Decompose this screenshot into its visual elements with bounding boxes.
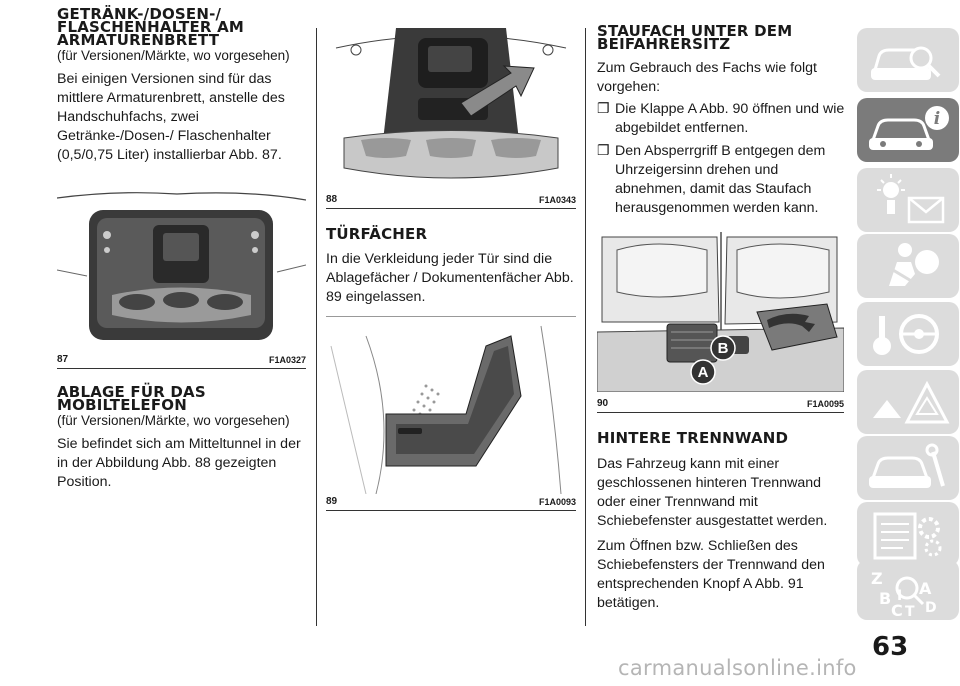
figure-number: 87 bbox=[57, 354, 69, 365]
warning-lights-envelope-icon bbox=[877, 174, 945, 224]
column-1-lower: ABLAGE FÜR DAS MOBILTELEFON (für Version… bbox=[57, 383, 307, 492]
bullet-item: ❐ Die Klappe A Abb. 90 öffnen und wie ab… bbox=[597, 100, 845, 138]
heading-line: FLASCHENHALTER AM bbox=[57, 18, 245, 36]
bullet-item: ❐ Den Absperrgriff B entgegen dem Uhrzei… bbox=[597, 142, 845, 218]
figure-number: 88 bbox=[326, 194, 338, 205]
index-letter: A bbox=[919, 579, 932, 598]
tab-emergency[interactable] bbox=[857, 370, 959, 434]
column-3: STAUFACH UNTER DEM BEIFAHRERSITZ Zum Geb… bbox=[597, 22, 845, 218]
callout-label-b: B bbox=[718, 340, 729, 357]
tab-car-search[interactable] bbox=[857, 28, 959, 92]
tab-starting-driving[interactable] bbox=[857, 302, 959, 366]
section-heading-door-pockets: TÜRFÄCHER bbox=[326, 225, 428, 243]
index-letter: T bbox=[905, 604, 915, 620]
airbag-passenger-icon bbox=[882, 243, 939, 286]
paragraph: Sie befindet sich am Mitteltunnel in der… bbox=[57, 436, 301, 490]
paragraph: Zum Gebrauch des Fachs wie folgt vorgehe… bbox=[597, 60, 818, 95]
under-seat-compartment-illustration: B A bbox=[597, 232, 844, 392]
tab-safety[interactable] bbox=[857, 234, 959, 298]
column-1: GETRÄNK-/DOSEN-/ FLASCHENHALTER AM ARMAT… bbox=[57, 5, 307, 165]
paragraph: Bei einigen Versionen sind für das mittl… bbox=[57, 71, 285, 163]
tab-maintenance[interactable] bbox=[857, 436, 959, 500]
figure-87: 87 F1A0327 bbox=[57, 190, 306, 369]
page-number: 63 bbox=[872, 632, 909, 662]
paragraph: Das Fahrzeug kann mit einer geschlossene… bbox=[597, 456, 828, 529]
watermark: carmanualsonline.info bbox=[618, 656, 857, 680]
tab-car-info[interactable]: i bbox=[857, 98, 959, 162]
column-3-lower: HINTERE TRENNWAND Das Fahrzeug kann mit … bbox=[597, 429, 845, 613]
figure-code: F1A0095 bbox=[806, 399, 844, 409]
heading-line: ABLAGE FÜR DAS bbox=[57, 383, 206, 401]
paragraph: Zum Öffnen bzw. Schließen des Schiebefen… bbox=[597, 538, 825, 611]
figure-number: 89 bbox=[326, 496, 338, 507]
section-subtitle: (für Versionen/Märkte, wo vorgesehen) bbox=[57, 48, 290, 63]
figure-90: B A 90 F1A0095 bbox=[597, 232, 844, 413]
heading-line: ARMATURENBRETT bbox=[57, 31, 220, 49]
bullet-marker: ❐ bbox=[597, 143, 610, 159]
index-letter: Z bbox=[871, 569, 883, 588]
paragraph: In die Verkleidung jeder Tür sind die Ab… bbox=[326, 251, 574, 305]
tab-index[interactable]: Z A B C D T I bbox=[857, 560, 959, 620]
info-glyph: i bbox=[934, 109, 940, 129]
cupholder-dashboard-illustration bbox=[57, 192, 306, 340]
door-pocket-illustration bbox=[326, 316, 576, 494]
figure-number: 90 bbox=[597, 398, 609, 409]
index-letter: B bbox=[879, 589, 891, 608]
key-steering-wheel-icon bbox=[873, 314, 939, 355]
callout-label-a: A bbox=[698, 364, 709, 381]
section-subtitle: (für Versionen/Märkte, wo vorgesehen) bbox=[57, 413, 290, 428]
column-divider bbox=[585, 28, 586, 626]
car-search-icon bbox=[871, 46, 941, 80]
heading-line: GETRÄNK-/DOSEN-/ bbox=[57, 5, 222, 23]
section-heading-rear-partition: HINTERE TRENNWAND bbox=[597, 429, 789, 447]
phone-holder-illustration bbox=[335, 28, 567, 179]
bullet-marker: ❐ bbox=[597, 101, 610, 117]
column-divider bbox=[316, 28, 317, 626]
tab-warning-lights[interactable] bbox=[857, 168, 959, 232]
figure-code: F1A0093 bbox=[538, 497, 576, 507]
section-heading-cupholder: GETRÄNK-/DOSEN-/ FLASCHENHALTER AM ARMAT… bbox=[57, 5, 307, 49]
section-heading-storage-compartment: STAUFACH UNTER DEM BEIFAHRERSITZ bbox=[597, 22, 845, 53]
car-info-icon: i bbox=[869, 106, 949, 150]
warning-triangle-icon bbox=[873, 380, 950, 424]
figure-89: 89 F1A0093 bbox=[326, 316, 576, 511]
index-letter: D bbox=[925, 600, 937, 616]
figure-code: F1A0327 bbox=[268, 355, 306, 365]
alphabet-index-icon: Z A B C D T I bbox=[871, 569, 937, 620]
bullet-text: Die Klappe A Abb. 90 öffnen und wie abge… bbox=[615, 101, 845, 136]
index-letter: C bbox=[891, 601, 903, 620]
heading-line: BEIFAHRERSITZ bbox=[597, 35, 731, 53]
section-heading-phone-holder: ABLAGE FÜR DAS MOBILTELEFON bbox=[57, 383, 307, 414]
figure-88: 88 F1A0343 bbox=[326, 28, 576, 209]
bullet-text: Den Absperrgriff B entgegen dem Uhrzeige… bbox=[615, 143, 826, 216]
tab-technical-data[interactable] bbox=[857, 502, 959, 566]
heading-line: STAUFACH UNTER DEM bbox=[597, 22, 793, 40]
heading-line: MOBILTELEFON bbox=[57, 396, 188, 414]
car-wrench-icon bbox=[869, 443, 945, 488]
specs-gear-icon bbox=[873, 512, 942, 560]
figure-code: F1A0343 bbox=[538, 195, 576, 205]
column-2-text: TÜRFÄCHER In die Verkleidung jeder Tür s… bbox=[326, 225, 576, 307]
